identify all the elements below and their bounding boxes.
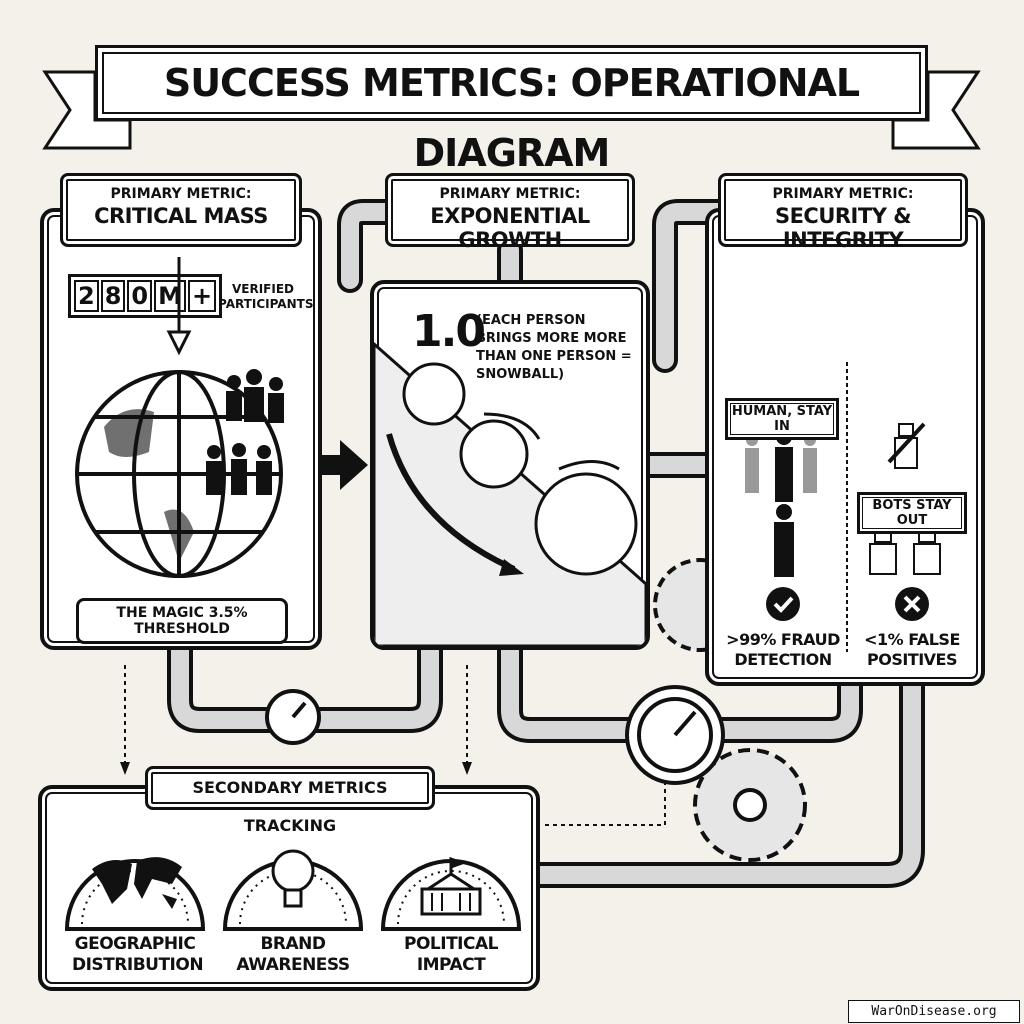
growth-rate-description: (EACH PERSON BRINGS MORE MORE THAN ONE P… bbox=[476, 313, 632, 382]
critical-mass-header: PRIMARY METRIC: CRITICAL MASS bbox=[60, 173, 302, 247]
growth-rate-value: 1.0 bbox=[412, 306, 486, 357]
bots-stay-out-sign: BOTS STAY OUT bbox=[857, 492, 967, 534]
secondary-metrics-title: SECONDARY METRICS TRACKING bbox=[192, 778, 388, 835]
human-stay-in-sign: HUMAN, STAY IN bbox=[725, 398, 839, 440]
globe-people-icon bbox=[75, 257, 284, 578]
exponential-growth-panel: 1.0 (EACH PERSON BRINGS MORE MORE THAN O… bbox=[370, 280, 650, 650]
metric-type-label: PRIMARY METRIC: bbox=[772, 186, 914, 202]
participant-counter: 2 8 0 M + bbox=[68, 274, 223, 318]
security-header: PRIMARY METRIC: SECURITY & INTEGRITY bbox=[718, 173, 968, 252]
fraud-detection-label: >99% FRAUD DETECTION bbox=[726, 630, 840, 669]
gauge-label-brand: BRAND AWARENESS bbox=[236, 934, 350, 975]
metric-name: SECURITY & INTEGRITY bbox=[774, 204, 912, 252]
counter-digit: + bbox=[188, 280, 217, 312]
metric-name: EXPONENTIAL GROWTH bbox=[430, 204, 590, 252]
watermark: WarOnDisease.org bbox=[848, 1000, 1020, 1023]
critical-mass-panel: 2 8 0 M + VERIFIED PARTICIPANTS THE MA bbox=[40, 208, 322, 650]
lightbulb-icon bbox=[271, 849, 315, 908]
secondary-gauges bbox=[64, 849, 522, 931]
counter-digit: 8 bbox=[100, 280, 126, 312]
snowball-icon bbox=[374, 341, 646, 646]
secondary-metrics-header: SECONDARY METRICS TRACKING bbox=[145, 766, 435, 835]
page-title: SUCCESS METRICS: OPERATIONAL DIAGRAM bbox=[163, 61, 860, 175]
counter-digit: 0 bbox=[127, 280, 153, 312]
gauge-label-geographic: GEOGRAPHIC DISTRIBUTION bbox=[72, 934, 204, 975]
gauge-label-political: POLITICAL IMPACT bbox=[404, 934, 498, 975]
threshold-label: THE MAGIC 3.5% THRESHOLD bbox=[76, 598, 288, 644]
metric-name: CRITICAL MASS bbox=[94, 204, 268, 228]
title-banner: SUCCESS METRICS: OPERATIONAL DIAGRAM bbox=[95, 45, 928, 175]
counter-digit: M bbox=[154, 280, 186, 312]
metric-type-label: PRIMARY METRIC: bbox=[439, 186, 581, 202]
world-map-icon bbox=[92, 857, 182, 909]
counter-digit: 2 bbox=[74, 280, 99, 312]
capitol-building-icon bbox=[420, 856, 482, 916]
exponential-growth-header: PRIMARY METRIC: EXPONENTIAL GROWTH bbox=[385, 173, 635, 252]
false-positives-label: <1% FALSE POSITIVES bbox=[864, 630, 960, 669]
counter-caption: VERIFIED PARTICIPANTS bbox=[218, 282, 314, 311]
metric-type-label: PRIMARY METRIC: bbox=[110, 186, 252, 202]
security-panel: HUMAN, STAY IN BOTS STAY OUT >99% FRAUD … bbox=[705, 208, 985, 686]
secondary-metrics-panel: GEOGRAPHIC DISTRIBUTION BRAND AWARENESS … bbox=[38, 785, 540, 991]
human-bot-filter-illustration bbox=[745, 362, 941, 652]
